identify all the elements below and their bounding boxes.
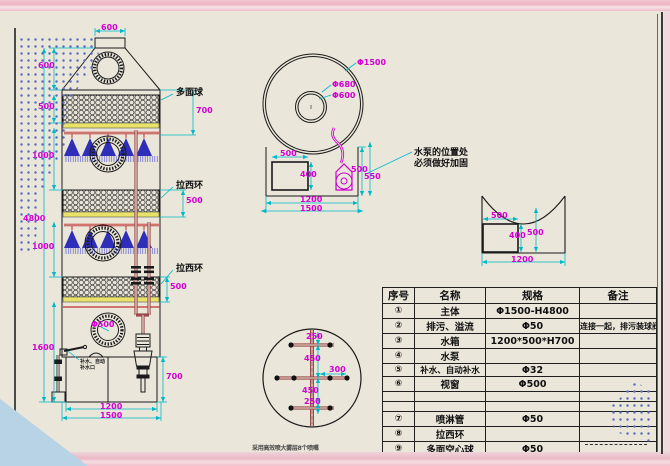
cell-remark	[579, 348, 657, 364]
dim-nozzle-gap1-450: 450	[304, 354, 321, 363]
table-header-row: 序号 名称 规格 备注	[382, 287, 657, 304]
label-raschig-ring-1: 拉西环	[176, 181, 204, 191]
dim-tank-width-1200: 1200	[100, 402, 123, 411]
label-pump-note-line1: 水泵的位置处	[414, 148, 469, 158]
header-spec: 规格	[485, 287, 580, 304]
top-view-dimension-lines	[261, 62, 413, 214]
table-row: ⑤ 补水、自动补水 Φ32	[382, 363, 657, 377]
dim-nozzle-bottom-250: 250	[304, 397, 321, 406]
dim-nozzle-top-250: 250	[306, 332, 323, 341]
dim-topview-width-1200: 1200	[300, 195, 323, 204]
dim-nozzle-side-300: 300	[329, 365, 346, 374]
parts-table: 序号 名称 规格 备注 ① 主体 Φ1500-H4800 ② 排污、溢流 Φ50…	[382, 287, 657, 466]
cell-name: 喷淋管	[414, 411, 486, 427]
dim-saddle-box-height: 400	[509, 231, 526, 240]
cell-spec: Φ50	[485, 411, 580, 427]
dashed-line-artifact	[585, 444, 647, 445]
cell-spec: Φ1500-H4800	[485, 303, 580, 319]
dim-topview-duct-diameter: Φ600	[332, 91, 356, 100]
cell-remark	[579, 333, 657, 349]
sheet-border-bottom	[0, 452, 670, 466]
table-row: ① 主体 Φ1500-H4800	[382, 303, 657, 319]
cell-name: 主体	[414, 303, 486, 319]
dim-tank-height-700: 700	[166, 372, 183, 381]
sheet-margin-right	[664, 0, 670, 466]
label-pump-note-line2: 必须做好加固	[414, 159, 469, 169]
dim-topview-box-width: 500	[280, 149, 297, 158]
table-row: ④ 水泵	[382, 348, 657, 364]
sheet-border-right-outer	[661, 12, 663, 454]
cell-spec: Φ32	[485, 363, 580, 377]
table-empty-row	[382, 391, 657, 402]
dim-topview-width-1500: 1500	[300, 204, 323, 213]
cell-no: ⑤	[382, 363, 415, 377]
table-row: ② 排污、溢流 Φ50 连接一起，排污装球阀	[382, 318, 657, 334]
dim-topview-tank-500: 500	[351, 165, 368, 174]
sheet-border-right-inner	[657, 14, 658, 452]
cell-remark	[579, 363, 657, 377]
cell-spec	[485, 426, 580, 442]
dim-topview-flange-diameter: Φ680	[332, 80, 356, 89]
header-no: 序号	[382, 287, 415, 304]
nozzle-dimension-lines	[315, 332, 346, 414]
dim-tower-right-700: 700	[196, 106, 213, 115]
cell-name: 水泵	[414, 348, 486, 364]
cell-name: 补水、自动补水	[414, 363, 486, 377]
cell-remark: 连接一起，排污装球阀	[579, 318, 657, 334]
cell-no: ①	[382, 303, 415, 319]
cell-no: ③	[382, 333, 415, 349]
cell-no: ⑦	[382, 411, 415, 427]
tower-top-view	[262, 53, 364, 197]
cell-spec	[485, 348, 580, 364]
label-raschig-ring-2: 拉西环	[176, 264, 204, 274]
cell-no: ⑥	[382, 376, 415, 392]
cell-no: ⑧	[382, 426, 415, 442]
cell-name: 视窗	[414, 376, 486, 392]
cell-no: ④	[382, 348, 415, 364]
dim-tower-top-width: 600	[101, 23, 118, 32]
stamp-note: 采用高效喷大雾层8个喷嘴	[252, 445, 319, 452]
header-name: 名称	[414, 287, 486, 304]
pump-front-view	[133, 333, 153, 393]
tower-front-view	[51, 37, 161, 403]
cell-remark	[579, 303, 657, 319]
dim-saddle-depth: 500	[527, 228, 544, 237]
label-valve-note-line2: 补水口	[80, 365, 96, 371]
dim-nozzle-gap2-450: 450	[302, 386, 319, 395]
cell-spec: Φ50	[485, 318, 580, 334]
dim-tower-bottom-height: 1600	[32, 343, 55, 352]
cell-name: 排污、溢流	[414, 318, 486, 334]
dim-saddle-box-width: 500	[491, 211, 508, 220]
cell-spec: Φ500	[485, 376, 580, 392]
cell-no: ②	[382, 318, 415, 334]
dim-tower-right-500a: 500	[186, 196, 203, 205]
cell-name: 水箱	[414, 333, 486, 349]
dim-viewport-diameter: Φ500	[91, 320, 115, 329]
label-valve-note-line1: 补水、自动	[80, 359, 106, 365]
sheet-border-left	[14, 28, 16, 446]
recirculation-pipes	[131, 130, 154, 334]
dim-saddle-width: 1200	[511, 255, 534, 264]
nozzle-dots	[274, 342, 350, 411]
cell-name: 拉西环	[414, 426, 486, 442]
saddle-view	[481, 195, 566, 254]
spray-cones-row1	[64, 138, 152, 156]
dim-topview-tank-550: 550	[364, 172, 381, 181]
dim-tower-right-500b: 500	[170, 282, 187, 291]
sheet-border-top	[0, 0, 670, 11]
table-row: ⑥ 视窗 Φ500	[382, 376, 657, 392]
dim-topview-outer-diameter: Φ1500	[357, 58, 387, 67]
dim-topview-box-height: 400	[300, 170, 317, 179]
pump-top-view	[331, 127, 353, 191]
header-remark: 备注	[579, 287, 657, 304]
nozzle-layout-view	[262, 328, 362, 428]
saddle-dimension-lines	[481, 208, 566, 266]
table-row: ③ 水箱 1200*500*H700	[382, 333, 657, 349]
label-packing-ball: 多面球	[176, 88, 204, 98]
cell-spec: 1200*500*H700	[485, 333, 580, 349]
dim-base-width-1500: 1500	[100, 411, 123, 420]
